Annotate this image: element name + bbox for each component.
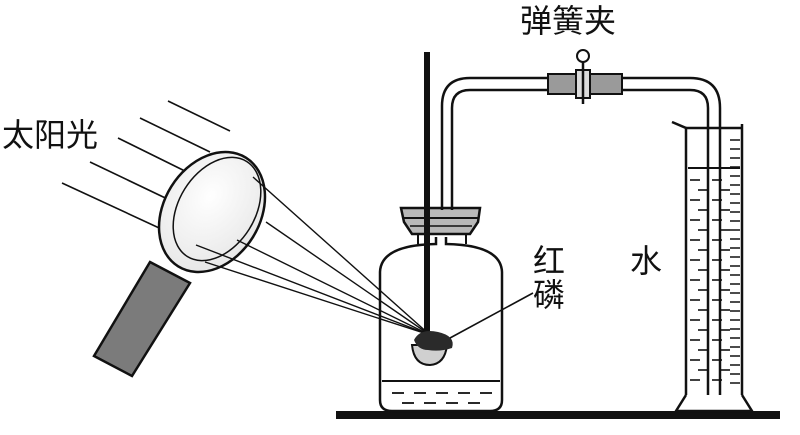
red-phosphorus-lump xyxy=(414,331,453,351)
combustion-spoon xyxy=(410,52,453,367)
cylinder-graduation-ticks xyxy=(730,139,740,384)
label-water: 水 xyxy=(630,242,663,280)
jar-body xyxy=(378,237,504,413)
red-phosphorus-pointer xyxy=(449,292,534,339)
label-red-phosphorus: 红磷 xyxy=(533,242,566,314)
spring-clamp xyxy=(547,49,623,104)
glass-jar xyxy=(378,206,504,413)
cylinder-water-dashes xyxy=(690,179,730,381)
label-spring-clamp: 弹簧夹 xyxy=(520,2,617,40)
table-surface xyxy=(336,411,780,419)
magnifier-handle xyxy=(92,260,192,378)
graduated-cylinder xyxy=(671,120,755,413)
rubber-stopper xyxy=(399,206,482,236)
focused-light-cone xyxy=(195,176,431,336)
label-sunlight: 太阳光 xyxy=(2,116,99,154)
jar-water-dashes xyxy=(392,392,492,404)
magnifying-glass xyxy=(92,150,267,378)
